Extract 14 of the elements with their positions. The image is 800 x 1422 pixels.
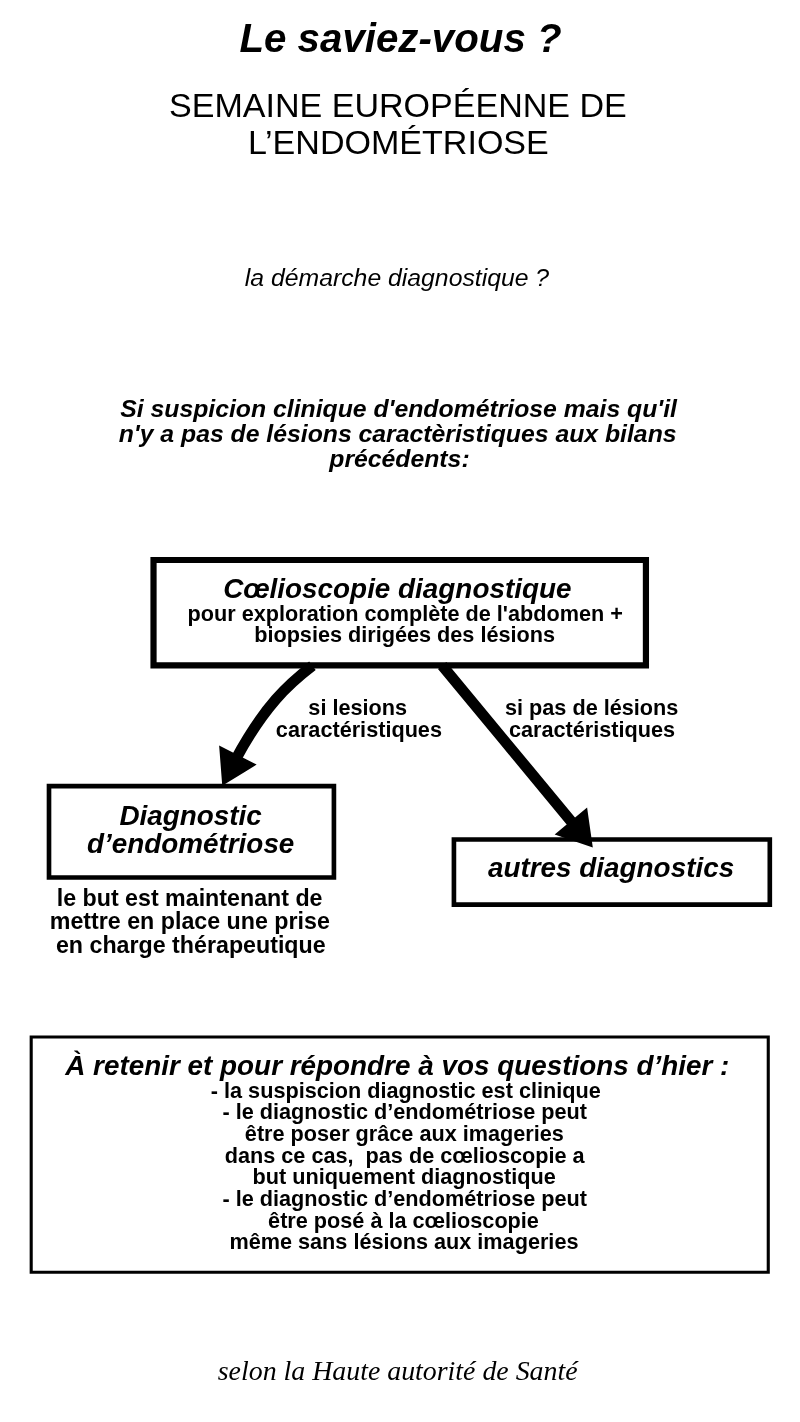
diagram-title: Le saviez-vous ?	[238, 15, 562, 61]
caption: selon la Haute autorité de Santé	[217, 1354, 578, 1386]
node-box: autres diagnostics	[451, 837, 772, 907]
node-label: le but est maintenant de mettre en place une prise en charge thérapeutique	[49, 885, 330, 958]
edge-label: si pas de lésions caractéristiques	[504, 695, 678, 742]
node-box: À retenir et pour répondre à vos questions d’hier : - la suspiscion diagnostic est clinique - le diagnostic d’endométriose peut être poser grâce aux imageries dans ce cas, pas de cœlioscopie a but uniquement diagnostique - le diagnostic d’endométriose peut être posé à la cœlioscopie même sans lésions aux imageries	[29, 1035, 770, 1274]
label: la démarche diagnostique ?	[244, 263, 549, 291]
label: Si suspicion clinique d'endométriose mais qu'il n'y a pas de lésions caractèristiques aux bilans précédents:	[118, 395, 677, 472]
node-box: Diagnostic d’endométriose	[46, 783, 336, 880]
arrow	[218, 661, 316, 786]
arrow	[437, 662, 593, 848]
node-box: Cœlioscopie diagnostique pour exploration complète de l'abdomen + biopsies dirigées des lésions	[149, 556, 649, 669]
label: SEMAINE EUROPÉENNE DE L’ENDOMÉTRIOSE	[168, 85, 627, 161]
edge-label: si lesions caractéristiques	[275, 695, 442, 742]
